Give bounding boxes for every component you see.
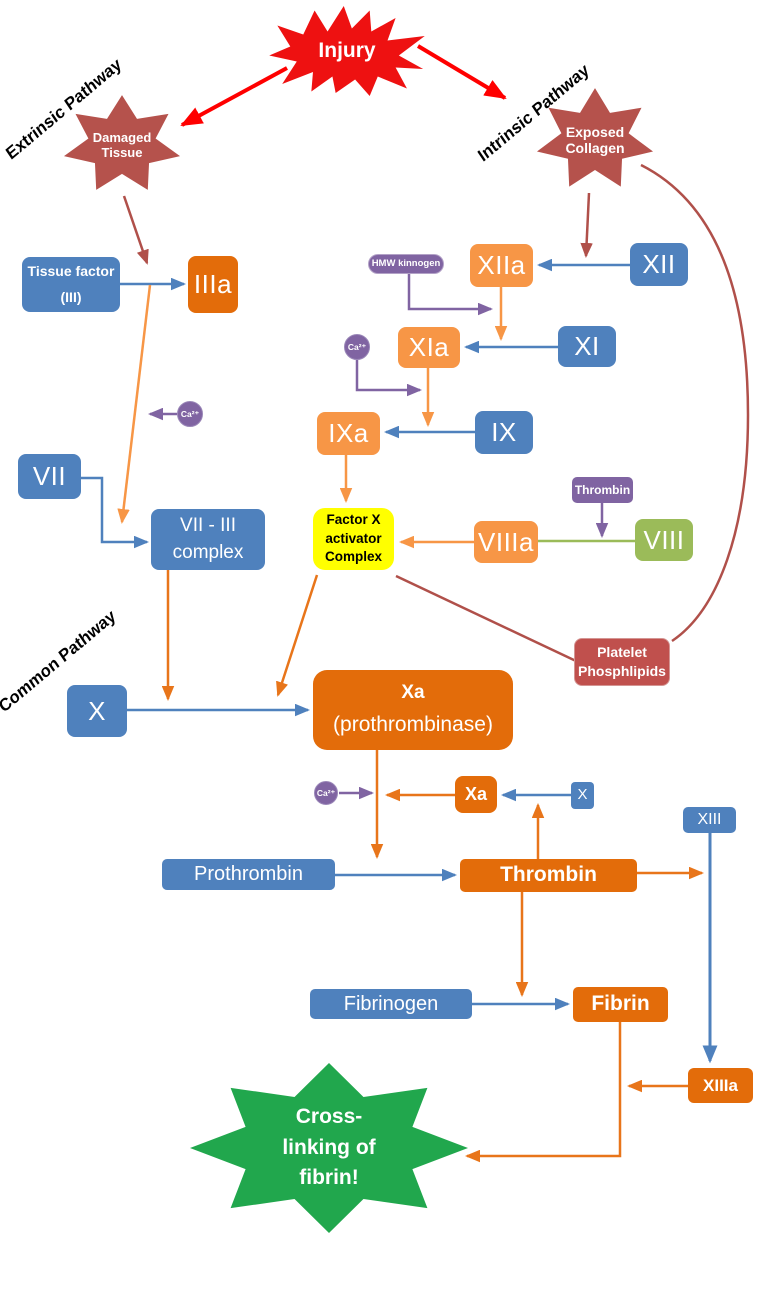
tissue-factor-box: Tissue factor (III) <box>22 257 120 312</box>
xa-small-box: Xa <box>455 776 497 813</box>
vii-iii-line1: VII - III <box>180 514 236 536</box>
vii-box: VII <box>18 454 81 499</box>
fibrin-box: Fibrin <box>573 987 668 1022</box>
xii-box: XII <box>630 243 688 286</box>
arrow-damaged-tissue-to-tissue-factor <box>122 195 149 265</box>
damaged-tissue-star: Damaged Tissue <box>60 93 184 197</box>
viiia-box: VIIIa <box>474 521 538 563</box>
x-small-box: X <box>571 782 594 809</box>
factor-x-line2: activator <box>325 530 382 546</box>
xiia-box: XIIa <box>470 244 533 287</box>
xa-line1: Xa <box>401 682 425 703</box>
iiia-box: IIIa <box>188 256 238 313</box>
cross-linking-star: Cross- linking of fibrin! <box>190 1063 468 1233</box>
seven-point-star <box>536 88 654 187</box>
seven-point-star <box>63 95 181 190</box>
ix-box: IX <box>475 411 533 454</box>
exposed-collagen-line2: Collagen <box>565 140 625 156</box>
dark-red-connectors <box>122 163 750 663</box>
x-box: X <box>67 685 127 737</box>
cross-linking-line1: Cross- <box>295 1105 363 1129</box>
platelet-line1: Platelet <box>597 644 647 661</box>
cross-linking-line2: linking of <box>282 1135 376 1159</box>
xa-line2: (prothrombinase) <box>333 713 493 737</box>
orange-connectors <box>161 570 705 1163</box>
arrow-exposed-collagen-to-xii <box>580 192 593 258</box>
calcium-badge-extrinsic: Ca²⁺ <box>177 401 203 427</box>
prothrombin-box: Prothrombin <box>162 859 335 890</box>
vii-iii-line2: complex <box>172 541 244 563</box>
xiii-box: XIII <box>683 807 736 833</box>
arrow-fibrin-to-crosslinking <box>464 1022 622 1163</box>
arrow-vii-to-complex <box>81 476 150 549</box>
xi-box: XI <box>558 326 616 367</box>
exposed-collagen-star: Exposed Collagen <box>533 86 657 194</box>
factor-x-line1: Factor X <box>326 511 381 527</box>
curve-exposed-collagen-to-platelets <box>640 163 750 643</box>
ixa-box: IXa <box>317 412 380 455</box>
factor-x-activator-box: Factor X activator Complex <box>313 508 394 570</box>
eight-point-star <box>190 1063 468 1233</box>
xiiia-box: XIIIa <box>688 1068 753 1103</box>
arrow-injury-to-intrinsic <box>416 44 507 100</box>
purple-connectors <box>147 274 609 800</box>
injury-star: Injury <box>266 6 428 96</box>
exposed-collagen-line1: Exposed <box>565 124 625 140</box>
xia-box: XIa <box>398 327 460 368</box>
calcium-badge-intrinsic: Ca²⁺ <box>344 334 370 360</box>
platelet-phospholipids-box: Platelet Phosphlipids <box>574 638 670 686</box>
blue-connectors <box>81 258 718 1064</box>
arrow-hmw-to-xiia-line <box>407 274 494 316</box>
tissue-factor-line2: (III) <box>60 288 82 305</box>
factor-x-line3: Complex <box>324 549 382 565</box>
light-orange-connectors <box>117 284 508 549</box>
platelet-line2: Phosphlipids <box>578 663 666 679</box>
arrow-ca-to-xia-line <box>355 360 423 397</box>
line-platelets-to-factor-x-complex <box>395 574 577 663</box>
explosion-shape <box>269 6 425 96</box>
injury-arrows <box>180 44 507 127</box>
hmw-kininogen-pill: HMW kinnogen <box>368 254 444 274</box>
damaged-tissue-line2: Tissue <box>101 145 143 160</box>
fibrinogen-box: Fibrinogen <box>310 989 472 1019</box>
tissue-factor-line1: Tissue factor <box>27 263 115 280</box>
thrombin-box: Thrombin <box>460 859 637 892</box>
injury-label: Injury <box>318 39 376 62</box>
xa-prothrombinase-box: Xa (prothrombinase) <box>313 670 513 750</box>
viii-box: VIII <box>635 519 693 561</box>
arrow-injury-to-damaged-tissue <box>180 66 288 127</box>
damaged-tissue-line1: Damaged <box>92 130 152 145</box>
cross-linking-line3: fibrin! <box>299 1166 359 1190</box>
vii-iii-complex-box: VII - III complex <box>151 509 265 570</box>
arrow-factorx-to-x-line <box>276 574 319 697</box>
calcium-badge-common: Ca²⁺ <box>314 781 338 805</box>
arrow-iiia-to-vii-complex <box>117 284 152 524</box>
thrombin-activator-box: Thrombin <box>572 477 633 503</box>
